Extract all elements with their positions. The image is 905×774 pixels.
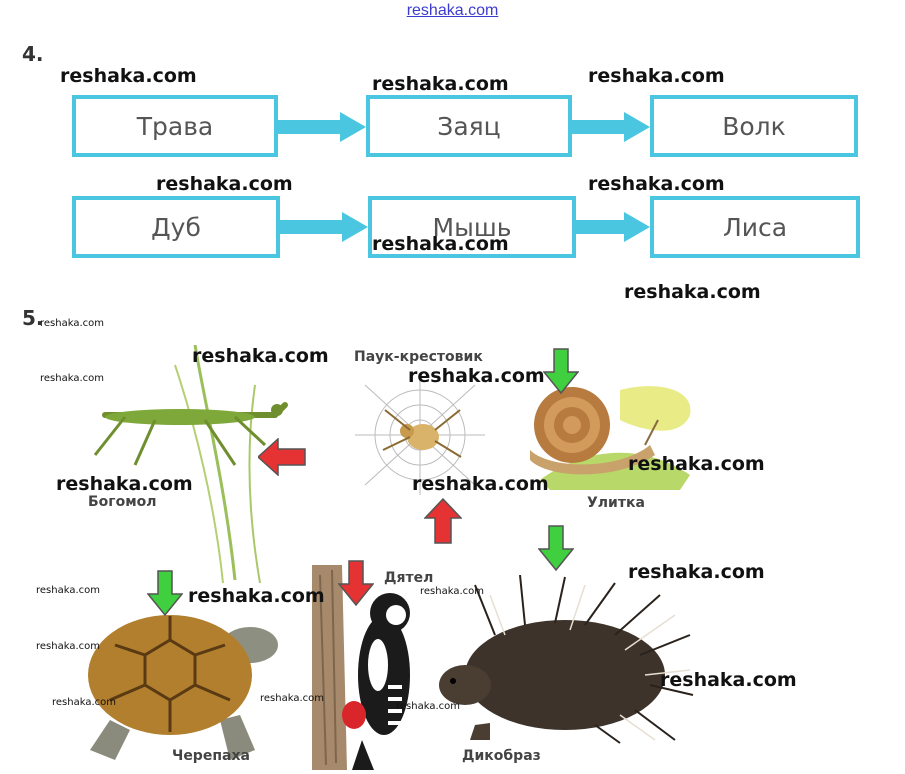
porcupine-label: Дикобраз	[462, 748, 541, 764]
chain-arrow-icon	[572, 112, 650, 142]
watermark-small: reshaka.com	[52, 697, 116, 708]
mantis-label: Богомол	[88, 494, 157, 510]
site-link[interactable]: reshaka.com	[406, 2, 499, 19]
chain-box-grass: Трава	[72, 95, 278, 157]
watermark: reshaka.com	[588, 173, 725, 195]
watermark-small: reshaka.com	[260, 693, 324, 704]
watermark: reshaka.com	[660, 669, 797, 691]
snail-illustration	[530, 386, 691, 490]
watermark: reshaka.com	[412, 473, 549, 495]
woodpecker-label: Дятел	[384, 570, 434, 586]
task-4-number: 4.	[22, 42, 44, 66]
chain-box-oak: Дуб	[72, 196, 280, 258]
watermark: reshaka.com	[60, 65, 197, 87]
turtle-label: Черепаха	[172, 748, 250, 764]
snail-label: Улитка	[587, 495, 645, 511]
watermark: reshaka.com	[372, 73, 509, 95]
chain-arrow-icon	[280, 212, 368, 242]
green-arrow-down-icon	[538, 525, 574, 571]
red-arrow-left-icon	[258, 438, 306, 476]
watermark: reshaka.com	[408, 365, 545, 387]
watermark: reshaka.com	[192, 345, 329, 367]
chain-box-wolf: Волк	[650, 95, 858, 157]
watermark-small: reshaka.com	[36, 641, 100, 652]
watermark: reshaka.com	[56, 473, 193, 495]
spider-label: Паук-крестовик	[354, 349, 483, 365]
task-5-number: 5.	[22, 306, 44, 330]
chain-arrow-icon	[576, 212, 650, 242]
watermark: reshaka.com	[372, 233, 509, 255]
watermark: reshaka.com	[156, 173, 293, 195]
red-arrow-down-icon	[338, 560, 374, 606]
watermark-small: reshaka.com	[40, 373, 104, 384]
woodpecker-illustration	[312, 565, 410, 770]
green-arrow-down-icon	[147, 570, 183, 616]
watermark-small: reshaka.com	[36, 585, 100, 596]
chain-box-mouse: Мышь	[368, 196, 576, 258]
chain-box-hare: Заяц	[366, 95, 572, 157]
watermark: reshaka.com	[188, 585, 325, 607]
mantis-illustration	[93, 345, 288, 584]
watermark-small: reshaka.com	[40, 318, 104, 329]
chain-box-label: Волк	[722, 111, 786, 141]
watermark-small: reshaka.com	[396, 701, 460, 712]
watermark-small: reshaka.com	[420, 586, 484, 597]
watermark: reshaka.com	[624, 281, 761, 303]
watermark: reshaka.com	[628, 561, 765, 583]
spider-illustration	[355, 375, 485, 495]
chain-box-label: Заяц	[437, 111, 501, 141]
turtle-illustration	[88, 615, 278, 760]
chain-box-label: Мышь	[432, 212, 512, 242]
chain-box-fox: Лиса	[650, 196, 860, 258]
red-arrow-up-icon	[424, 498, 462, 544]
watermark: reshaka.com	[628, 453, 765, 475]
chain-box-label: Лиса	[722, 212, 788, 242]
chain-box-label: Трава	[136, 111, 214, 141]
chain-box-label: Дуб	[151, 212, 201, 242]
porcupine-illustration	[439, 575, 694, 744]
chain-arrow-icon	[278, 112, 366, 142]
watermark: reshaka.com	[588, 65, 725, 87]
green-arrow-down-icon	[543, 348, 579, 394]
